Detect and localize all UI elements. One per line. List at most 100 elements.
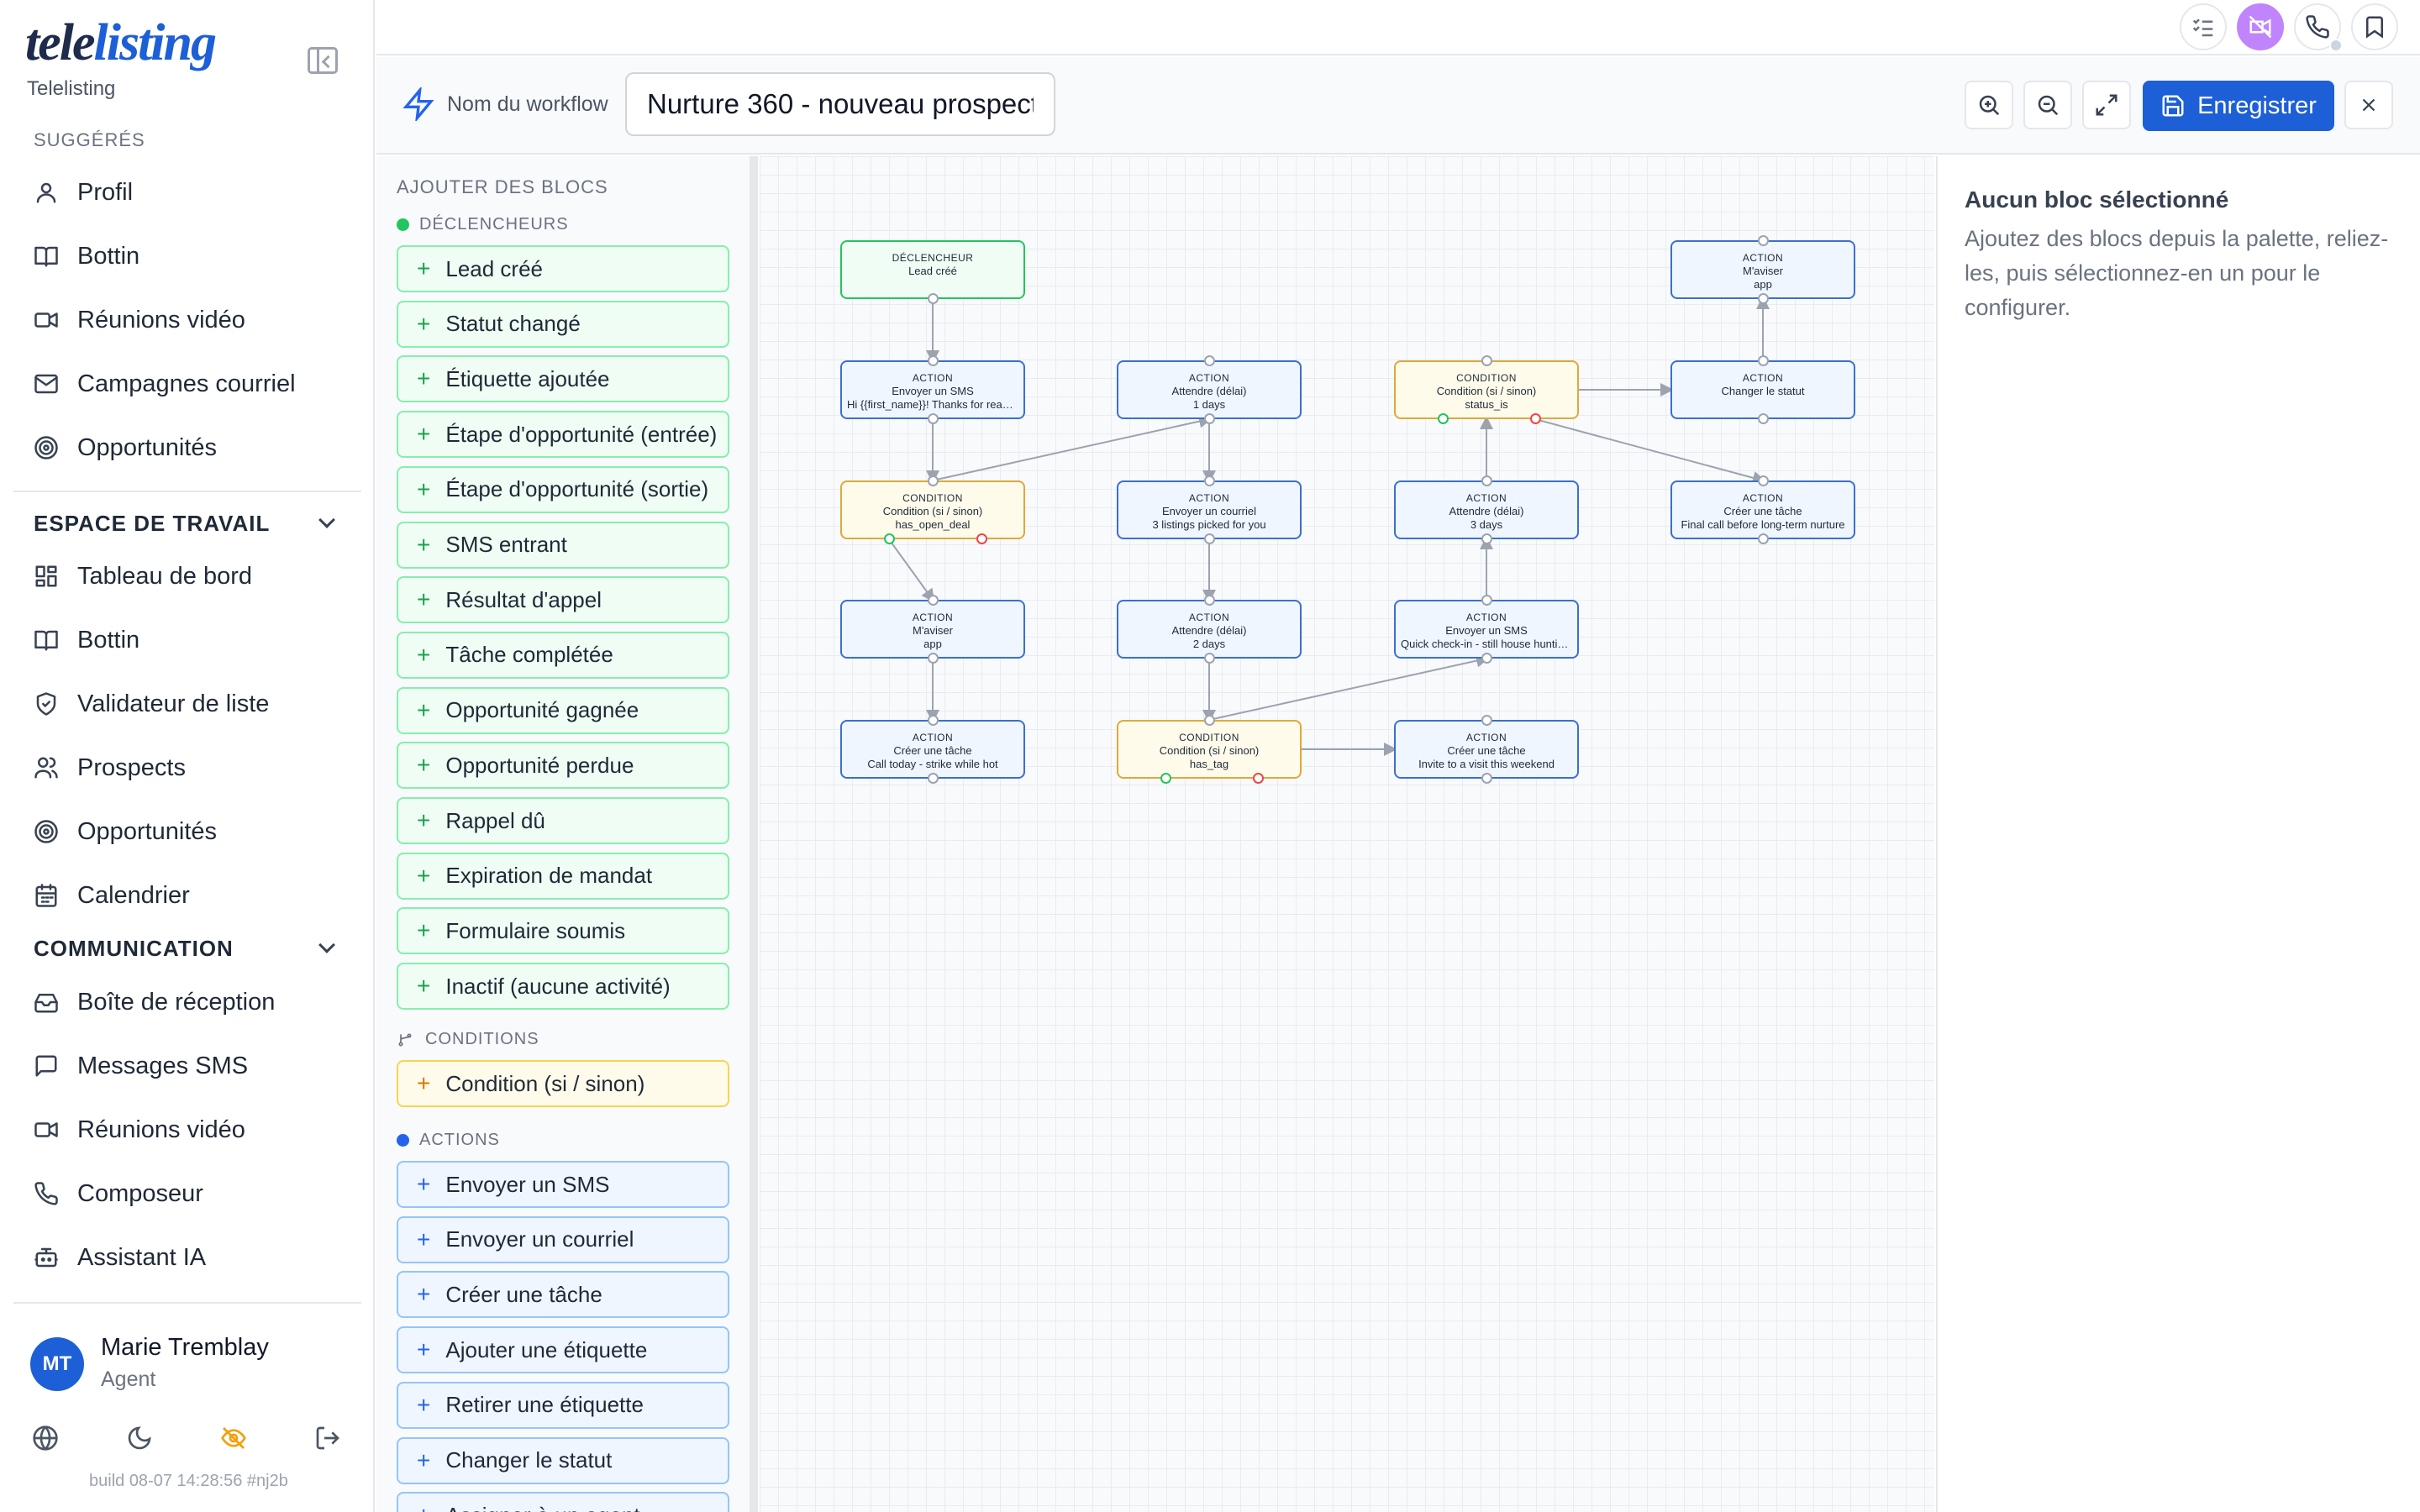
sidebar-item-communication[interactable]: Composeur xyxy=(32,1173,351,1215)
yes-port[interactable] xyxy=(1160,773,1171,784)
output-port[interactable] xyxy=(928,773,939,784)
output-port[interactable] xyxy=(1204,653,1215,664)
yes-port[interactable] xyxy=(1438,413,1449,424)
save-button[interactable]: Enregistrer xyxy=(2143,81,2334,131)
input-port[interactable] xyxy=(1481,355,1492,366)
output-port[interactable] xyxy=(1758,533,1769,544)
workflow-edge[interactable] xyxy=(932,414,1213,481)
palette-item-action[interactable]: +Créer une tâche xyxy=(397,1271,729,1319)
input-port[interactable] xyxy=(928,595,939,606)
palette-item-trigger[interactable]: +Opportunité gagnée xyxy=(397,686,729,734)
sidebar-item-communication[interactable]: Réunions vidéo xyxy=(32,1109,351,1151)
palette-item-action[interactable]: +Retirer une étiquette xyxy=(397,1381,729,1429)
app-logo[interactable]: telelisting xyxy=(25,13,217,73)
input-port[interactable] xyxy=(1758,235,1769,246)
input-port[interactable] xyxy=(928,475,939,486)
sidebar-collapse-icon[interactable] xyxy=(308,47,338,74)
sidebar-item-workspace[interactable]: Validateur de liste xyxy=(32,683,351,725)
sidebar-item-suggested[interactable]: Opportunités xyxy=(32,427,351,469)
palette-item-trigger[interactable]: +Lead créé xyxy=(397,245,729,292)
section-workspace[interactable]: ESPACE DE TRAVAIL xyxy=(34,511,271,536)
zoom-in-icon[interactable] xyxy=(1965,81,2013,129)
workflow-name-input[interactable] xyxy=(625,72,1055,136)
output-port[interactable] xyxy=(1481,773,1492,784)
sidebar-item-workspace[interactable]: Bottin xyxy=(32,619,351,661)
output-port[interactable] xyxy=(1758,293,1769,304)
video-off-icon[interactable] xyxy=(2237,3,2284,50)
sidebar-item-workspace[interactable]: Tableau de bord xyxy=(32,555,351,597)
output-port[interactable] xyxy=(1481,533,1492,544)
output-port[interactable] xyxy=(1204,413,1215,424)
fit-view-icon[interactable] xyxy=(2082,81,2131,129)
sidebar-item-workspace[interactable]: Opportunités xyxy=(32,811,351,853)
globe-icon[interactable] xyxy=(32,1425,59,1452)
phone-icon[interactable] xyxy=(2294,3,2341,50)
close-icon[interactable] xyxy=(2344,81,2393,129)
palette-item-action[interactable]: +Changer le statut xyxy=(397,1436,729,1484)
palette-item-trigger[interactable]: +Inactif (aucune activité) xyxy=(397,963,729,1011)
palette-item-trigger[interactable]: +Opportunité perdue xyxy=(397,742,729,790)
no-port[interactable] xyxy=(1530,413,1541,424)
input-port[interactable] xyxy=(1758,475,1769,486)
sidebar-item-suggested[interactable]: Bottin xyxy=(32,235,351,277)
palette-item-trigger[interactable]: +Rappel dû xyxy=(397,797,729,844)
chevron-down-icon[interactable] xyxy=(318,937,335,953)
sidebar-item-communication[interactable]: Boîte de réception xyxy=(32,981,351,1023)
palette-item-action[interactable]: +Envoyer un SMS xyxy=(397,1161,729,1208)
output-port[interactable] xyxy=(1204,533,1215,544)
input-port[interactable] xyxy=(928,355,939,366)
palette-item-trigger[interactable]: +Étiquette ajoutée xyxy=(397,355,729,403)
output-port[interactable] xyxy=(928,653,939,664)
input-port[interactable] xyxy=(1204,355,1215,366)
palette-item-trigger[interactable]: +Résultat d'appel xyxy=(397,576,729,624)
palette-item-trigger[interactable]: +Tâche complétée xyxy=(397,631,729,679)
eye-off-icon[interactable] xyxy=(220,1425,247,1452)
input-port[interactable] xyxy=(1204,475,1215,486)
workflow-edge[interactable] xyxy=(1534,418,1766,485)
palette-item-action[interactable]: +Envoyer un courriel xyxy=(397,1215,729,1263)
sidebar-item-suggested[interactable]: Campagnes courriel xyxy=(32,363,351,405)
input-port[interactable] xyxy=(1481,475,1492,486)
palette-item-trigger[interactable]: +Statut changé xyxy=(397,300,729,348)
input-port[interactable] xyxy=(1481,715,1492,726)
zoom-out-icon[interactable] xyxy=(2023,81,2072,129)
palette-item-action[interactable]: +Assigner à un agent xyxy=(397,1492,729,1512)
palette-item-trigger[interactable]: +Étape d'opportunité (sortie) xyxy=(397,465,729,513)
palette-item-trigger[interactable]: +Expiration de mandat xyxy=(397,852,729,900)
no-port[interactable] xyxy=(1253,773,1264,784)
sidebar-item-suggested[interactable]: Profil xyxy=(32,171,351,213)
no-port[interactable] xyxy=(976,533,987,544)
sidebar-item-workspace[interactable]: Prospects xyxy=(32,747,351,789)
sidebar-item-workspace[interactable]: Calendrier xyxy=(32,874,351,916)
palette-item-action[interactable]: +Ajouter une étiquette xyxy=(397,1326,729,1374)
input-port[interactable] xyxy=(1758,355,1769,366)
input-port[interactable] xyxy=(1204,715,1215,726)
yes-port[interactable] xyxy=(884,533,895,544)
palette-item-trigger[interactable]: +Étape d'opportunité (entrée) xyxy=(397,411,729,459)
sidebar-item-communication[interactable]: Messages SMS xyxy=(32,1045,351,1087)
sidebar-item-suggested[interactable]: Réunions vidéo xyxy=(32,299,351,341)
output-port[interactable] xyxy=(928,293,939,304)
output-port[interactable] xyxy=(928,413,939,424)
palette-item-trigger[interactable]: +SMS entrant xyxy=(397,521,729,569)
output-port[interactable] xyxy=(1758,413,1769,424)
section-communication[interactable]: COMMUNICATION xyxy=(34,936,234,961)
avatar[interactable]: MT xyxy=(30,1337,84,1391)
sidebar-item-communication[interactable]: Assistant IA xyxy=(32,1236,351,1278)
moon-icon[interactable] xyxy=(126,1425,153,1452)
input-port[interactable] xyxy=(928,715,939,726)
